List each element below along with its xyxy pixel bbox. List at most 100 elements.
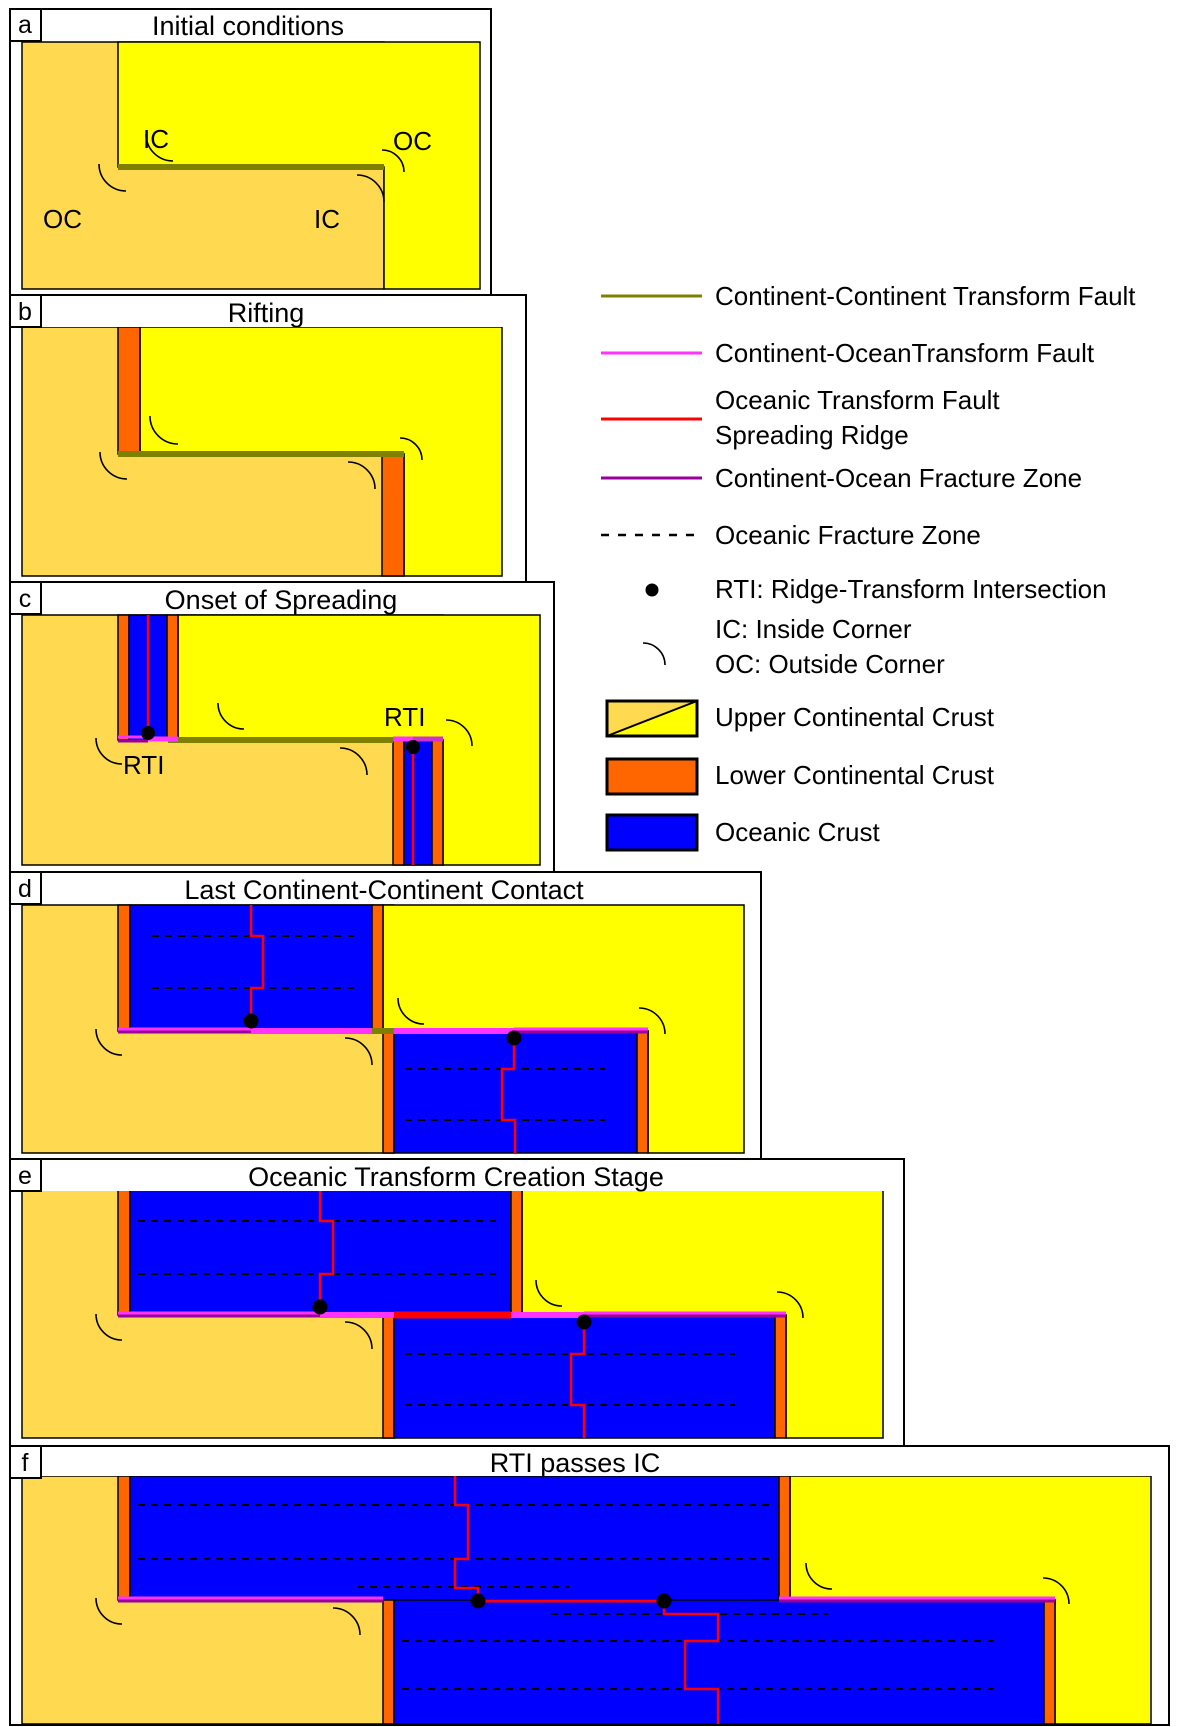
inside-corner-arc (339, 747, 368, 776)
panel-title-box (41, 583, 553, 614)
legend-label: Oceanic Fracture Zone (715, 520, 981, 550)
inside-corner-arc (805, 1562, 833, 1590)
rti-dot (243, 1013, 259, 1029)
legend-label: IC: Inside Corner (715, 614, 912, 644)
oc-label: OC (43, 204, 82, 234)
outside-corner-arc (381, 149, 405, 173)
legend-label: Continent-Continent Transform Fault (715, 281, 1136, 311)
outside-corner-arc (776, 1291, 804, 1319)
legend-swatch-diagonal (606, 700, 698, 737)
panel-title-box (41, 296, 525, 327)
spreading-ridge (453, 1476, 480, 1600)
panel-title-box (41, 873, 760, 904)
lower-crust-strip (166, 614, 179, 741)
inside-corner-arc (344, 1321, 373, 1350)
panel-b: Rifting b (9, 294, 527, 583)
spreading-ridge (249, 905, 265, 1021)
rti-label: RTI (123, 750, 164, 780)
outside-corner-arc (399, 437, 423, 461)
legend-label: Oceanic Transform Fault (715, 385, 1000, 415)
ic-label: IC (314, 204, 340, 234)
lower-crust-strip (636, 1030, 649, 1154)
lower-crust-strip (117, 904, 131, 1032)
inside-corner-arc (535, 1279, 563, 1307)
legend-label: Lower Continental Crust (715, 760, 995, 790)
legend-swatch-corner-arc (642, 642, 666, 666)
outside-corner-arc (1042, 1577, 1070, 1605)
rti-dot (141, 726, 155, 740)
panel-letter-box (9, 294, 42, 328)
inside-corner-arc (347, 461, 376, 490)
rti-dot (470, 1593, 486, 1609)
legend-label: Oceanic Crust (715, 817, 880, 847)
outside-corner-arc (98, 163, 127, 192)
lower-crust-strip (117, 1189, 131, 1316)
inside-corner-arc (344, 1037, 373, 1066)
outside-corner-arc (99, 451, 128, 480)
lower-crust-strip (1043, 1599, 1056, 1725)
panel-title: RTI passes IC (490, 1448, 661, 1478)
lower-crust-strip (382, 1030, 395, 1154)
lower-crust-strip (382, 1599, 395, 1725)
oc-label: OC (393, 126, 432, 156)
lower-crust-strip (392, 739, 405, 866)
rti-dot (506, 1030, 522, 1046)
lower-crust-strip (778, 1475, 791, 1601)
panel-title: Initial conditions (152, 11, 344, 41)
panel-letter-box (9, 581, 42, 615)
inside-corner-arc (145, 133, 174, 162)
panel-title: Onset of Spreading (165, 585, 398, 615)
lower-crust-strip (431, 739, 444, 866)
panel-title-box (41, 10, 461, 41)
spreading-ridge (500, 1038, 517, 1153)
panel-letter-box (9, 871, 42, 905)
rti-dot (406, 740, 420, 754)
legend-swatch-oceanic-crust (605, 813, 699, 852)
lower-crust-strip (382, 1314, 395, 1439)
legend-swatch-rti (645, 583, 659, 597)
panel-title-box (41, 1447, 1168, 1476)
panel-letter: b (18, 298, 32, 326)
legend-label: RTI: Ridge-Transform Intersection (715, 574, 1107, 604)
outside-corner-arc (95, 1313, 123, 1341)
rti-label: RTI (384, 702, 425, 732)
lower-crust-strip (117, 326, 141, 455)
outside-corner-arc (95, 1597, 123, 1625)
legend-label: Upper Continental Crust (715, 702, 995, 732)
inside-corner-arc (332, 1607, 361, 1636)
panel-title-box (41, 1160, 903, 1191)
lower-crust-strip (510, 1189, 523, 1316)
panel-letter-box (9, 8, 42, 42)
outside-corner-arc (445, 719, 473, 747)
legend-swatch-upper-crust-border (605, 699, 699, 738)
rti-dot (576, 1314, 592, 1330)
inside-corner-arc (217, 702, 245, 730)
ic-label: IC (143, 124, 169, 154)
panel-letter: e (18, 1162, 32, 1190)
lower-crust-strip (117, 1475, 131, 1601)
panel-letter: c (19, 585, 32, 613)
panel-title: Oceanic Transform Creation Stage (248, 1162, 664, 1192)
panel-title: Last Continent-Continent Contact (184, 875, 584, 905)
spreading-ridge (662, 1601, 720, 1724)
legend-label: OC: Outside Corner (715, 649, 945, 679)
rti-dot (656, 1593, 672, 1609)
panel-e: Oceanic Transform Creation Stage e (9, 1158, 905, 1447)
outside-corner-arc (638, 1007, 666, 1035)
rti-dot (312, 1299, 328, 1315)
panel-letter-box (9, 1158, 42, 1192)
panel-f: RTI passes IC f (9, 1445, 1170, 1726)
lower-crust-strip (774, 1314, 787, 1439)
lower-crust-strip (117, 614, 130, 741)
lower-crust-strip (371, 904, 384, 1032)
legend-label: Continent-OceanTransform Fault (715, 338, 1095, 368)
legend: Continent-Continent Transform Fault Cont… (601, 281, 1136, 852)
panel-c: RTI RTI Onset of Spreading c (9, 581, 555, 873)
panel-letter: d (18, 875, 32, 903)
legend-label: Continent-Ocean Fracture Zone (715, 463, 1082, 493)
panel-d: Last Continent-Continent Contact d (9, 871, 762, 1160)
panel-title: Rifting (228, 298, 305, 328)
lower-crust-strip (381, 453, 405, 577)
panel-a: IC OC OC IC Initial conditions a (9, 8, 492, 296)
